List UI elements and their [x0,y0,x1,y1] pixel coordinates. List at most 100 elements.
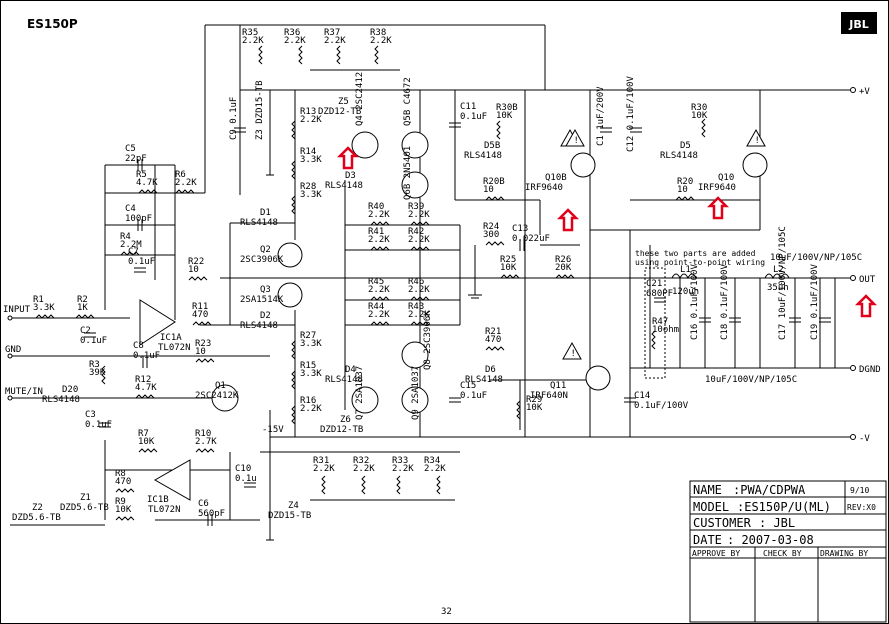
tb-model-label: MODEL [693,500,729,514]
capacitor-ref: C8 [133,341,144,351]
semiconductor-label: Q7 2SA1037 [355,366,365,420]
tb-date-value: : 2007-03-08 [727,533,814,547]
semiconductor-part: RLS4148 [240,321,278,331]
capacitor-label: C18 0.1uF/100V [720,264,730,340]
red-arrow-up-icon [854,294,878,318]
model-title: ES150P [27,17,78,31]
ground-symbols [266,174,482,541]
capacitor-c13 [519,239,525,251]
rail-out: OUT [220,275,876,285]
resistor-value: 2.2K [313,464,335,474]
resistor-ref: R30B [496,103,518,113]
svg-text:TL072N: TL072N [158,343,191,353]
capacitor-value: 0.1uF [128,257,155,267]
resistor-value: 2.2K [284,36,306,46]
highlight-arrows [336,146,878,318]
capacitor-ref: C3 [85,410,96,420]
resistor-r15 [291,370,296,390]
capacitor-c18 [729,317,741,323]
capacitor-ref: C4 [125,204,136,214]
svg-text:JBL: JBL [848,18,869,31]
resistor-ref: R20 [677,177,693,187]
capacitor-bus-note: 10uF/100V/NP/105C [705,375,797,385]
semiconductor-part: RLS4148 [464,151,502,161]
resistor-ref: R20B [483,177,505,187]
resistor-value: 10K [500,263,517,273]
semiconductor-ref: Z6 [340,415,351,425]
rail-plus-v: +V [204,24,870,193]
resistor-ref: R29 [526,395,542,405]
svg-text:DGND: DGND [859,365,881,375]
capacitor-value: 0.022uF [512,234,550,244]
capacitor-label: C9 0.1uF [229,97,239,140]
inductor-l2: L2 35uh [764,265,790,293]
semiconductor-part: RLS4148 [325,181,363,191]
resistor-ref: R2 [77,295,88,305]
capacitor-ref: C14 [634,391,650,401]
resistor-ref: R41 [368,227,384,237]
semiconductor-ref: Q2 [260,245,271,255]
resistor-ref: R12 [135,375,151,385]
capacitor-ref: C15 [460,381,476,391]
capacitor-value: 0.1uF [80,336,107,346]
component-labels: R352.2KR362.2KR372.2KR382.2KR132.2KR143.… [12,28,862,526]
semiconductor-part: IRF640N [530,391,568,401]
title-block: NAME :PWA/CDPWA 9/10 MODEL :ES150P/U(ML)… [689,480,887,623]
svg-text:using point-to-point wiring: using point-to-point wiring [635,258,765,267]
red-arrow-up-icon [706,196,730,220]
resistor-value: 10K [115,505,132,515]
opamp-ic1b: IC1B TL072N [147,459,191,515]
resistor-value: 2.2M [120,240,142,250]
tb-model-value: :ES150P/U(ML) [737,500,831,514]
warning-exclamation: ! [755,136,760,146]
tb-sheet: 9/10 [850,486,869,495]
semiconductor-part: 2SC2412K [195,391,239,401]
capacitor-c15 [449,397,461,403]
resistor-ref: R4 [120,232,131,242]
capacitor-c12 [630,127,642,133]
resistor-value: 20K [555,263,572,273]
semiconductor-label: Q4 2SC2412 [355,72,365,126]
resistor-ref: R33 [392,456,408,466]
resistor-value: 3.3K [33,303,55,313]
capacitor-c11 [449,122,461,128]
semiconductor-ref: D1 [260,208,271,218]
resistor-ref: R15 [300,361,316,371]
capacitor-c9 [234,127,246,133]
resistor-ref: R34 [424,456,440,466]
resistor-r38 [374,45,379,65]
semiconductor-part: DZD5.6-TB [60,503,109,513]
svg-text:L1: L1 [680,265,691,275]
capacitor-c14 [624,397,636,403]
semiconductor-label: Q8 2SC3906K [423,310,433,370]
capacitor-c7 [134,267,146,273]
capacitor-ref: C7 [128,247,139,257]
resistor-ref: R40 [368,202,384,212]
tb-drawing: DRAWING BY [820,549,868,558]
svg-text:OUT: OUT [859,275,876,285]
semiconductor-part: RLS4148 [660,151,698,161]
semiconductor-ref: Z4 [288,501,299,511]
resistor-value: 300 [483,230,499,240]
resistor-ref: R1 [33,295,44,305]
capacitor-c8 [142,356,148,368]
capacitor-value: 22pF [125,154,147,164]
capacitor-ref: C21 [646,279,662,289]
resistor-value: 39K [89,368,106,378]
inductor-l1: L1 120uh [671,265,699,297]
resistor-ref: R23 [195,339,211,349]
resistor-r30b [496,120,501,140]
resistor-value: 2.2K [175,178,197,188]
resistor-ref: R10 [195,429,211,439]
semiconductor-part: 2SC3906K [240,255,284,265]
resistor-ref: R47 [652,317,668,327]
resistor-ref: R32 [353,456,369,466]
resistor-r44 [370,321,390,326]
resistor-r35 [258,45,263,65]
resistor-ref: R25 [500,255,516,265]
resistor-value: 3.3K [300,155,322,165]
red-arrow-up-icon [556,208,580,232]
capacitor-value: 0.1uF/100V [634,401,689,411]
resistor-value: 10K [496,111,513,121]
